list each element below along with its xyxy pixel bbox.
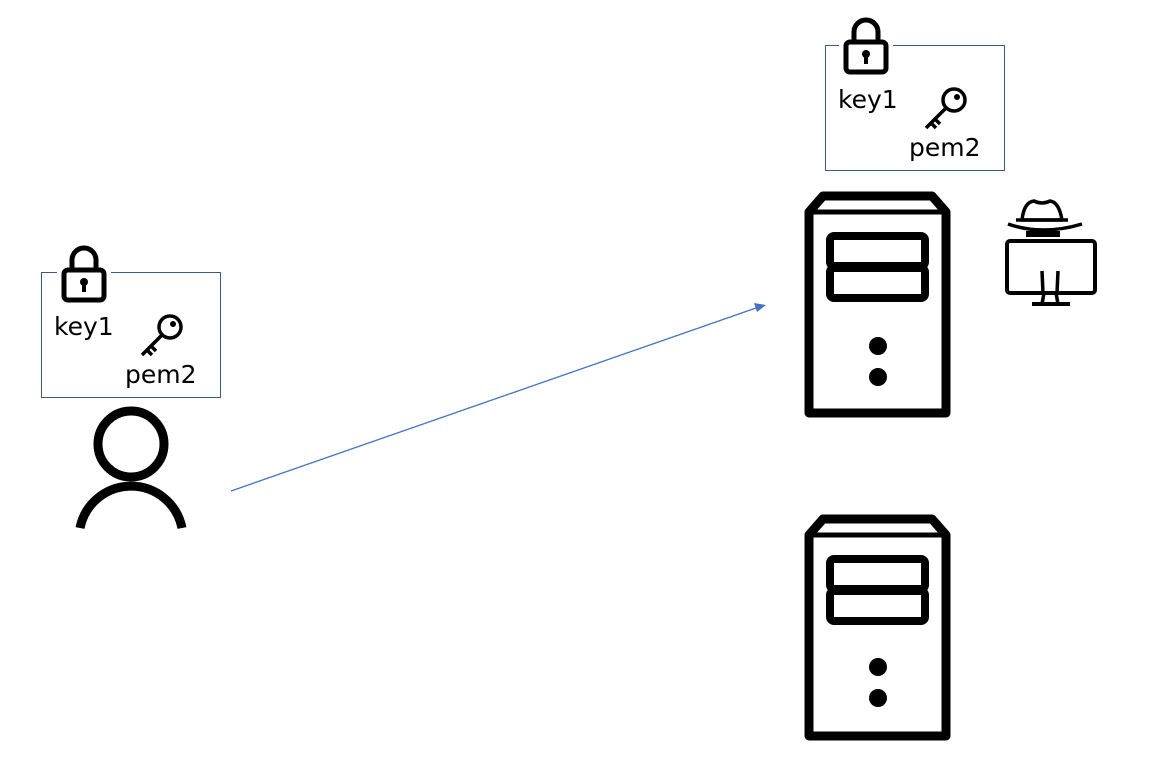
server-key-icon [920,85,970,131]
server-key-label: pem2 [909,133,981,162]
spy-icon [1002,196,1102,310]
server-lock-icon [839,16,893,76]
user-icon [72,404,192,530]
user-credentials-panel [41,272,221,398]
server-icon [800,511,956,745]
user-lock-label: key1 [54,312,114,341]
user-key-label: pem2 [125,360,197,389]
server-credentials-panel [825,45,1005,171]
user-lock-icon [57,244,111,304]
compromised-server-icon [800,188,956,422]
server-lock-label: key1 [838,85,898,114]
user-key-icon [136,312,186,358]
